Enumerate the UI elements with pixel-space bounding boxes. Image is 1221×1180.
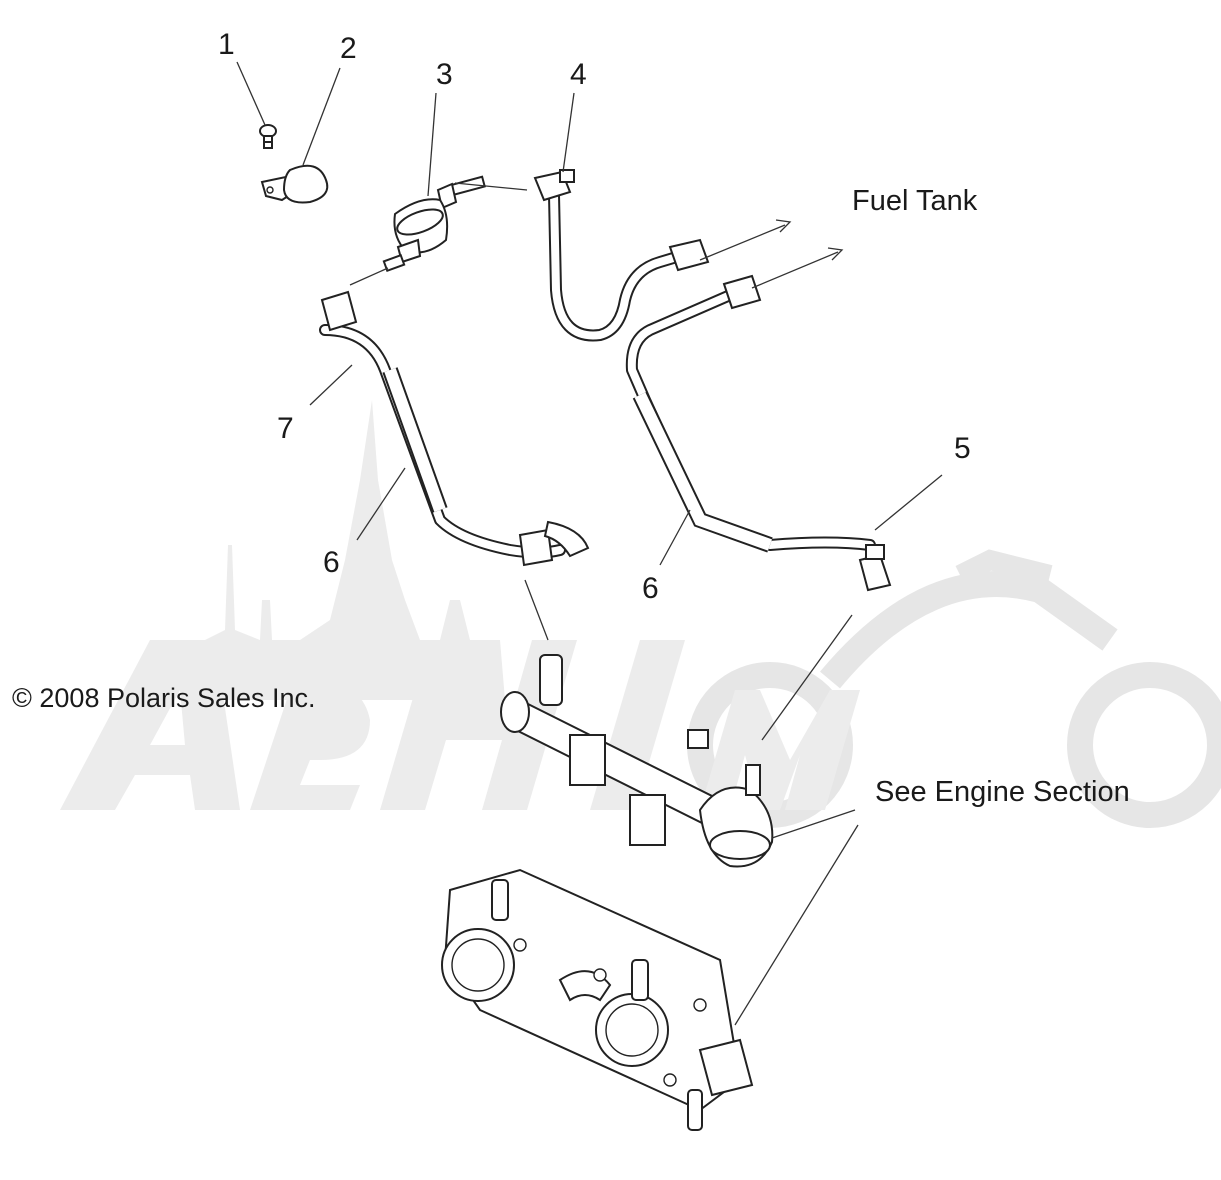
- watermark-letters: [60, 640, 860, 810]
- callout-7: 7: [277, 412, 294, 445]
- fuel-rail-part: [500, 654, 774, 868]
- callout-6-right: 6: [642, 572, 659, 605]
- callout-4: 4: [570, 58, 587, 91]
- clamp-part: [260, 164, 329, 204]
- watermark-skyline: [200, 400, 505, 700]
- callout-2: 2: [340, 32, 357, 65]
- fuel-hose-4: [533, 169, 710, 342]
- callout-5: 5: [954, 432, 971, 465]
- callout-6-left: 6: [323, 546, 340, 579]
- fuel-hose-7: [319, 290, 590, 567]
- throttle-body-part: [441, 868, 754, 1131]
- see-engine-section-label: See Engine Section: [875, 776, 1130, 808]
- copyright-notice: © 2008 Polaris Sales Inc.: [12, 683, 316, 713]
- fuel-filter-part: [382, 175, 486, 273]
- callout-1: 1: [218, 28, 235, 61]
- fuel-tank-label: Fuel Tank: [852, 185, 978, 217]
- fuel-hose-5: [625, 274, 892, 592]
- screw-part: [259, 124, 277, 149]
- watermark: [60, 400, 1221, 828]
- leader-lines: [236, 61, 943, 1026]
- callout-3: 3: [436, 58, 453, 91]
